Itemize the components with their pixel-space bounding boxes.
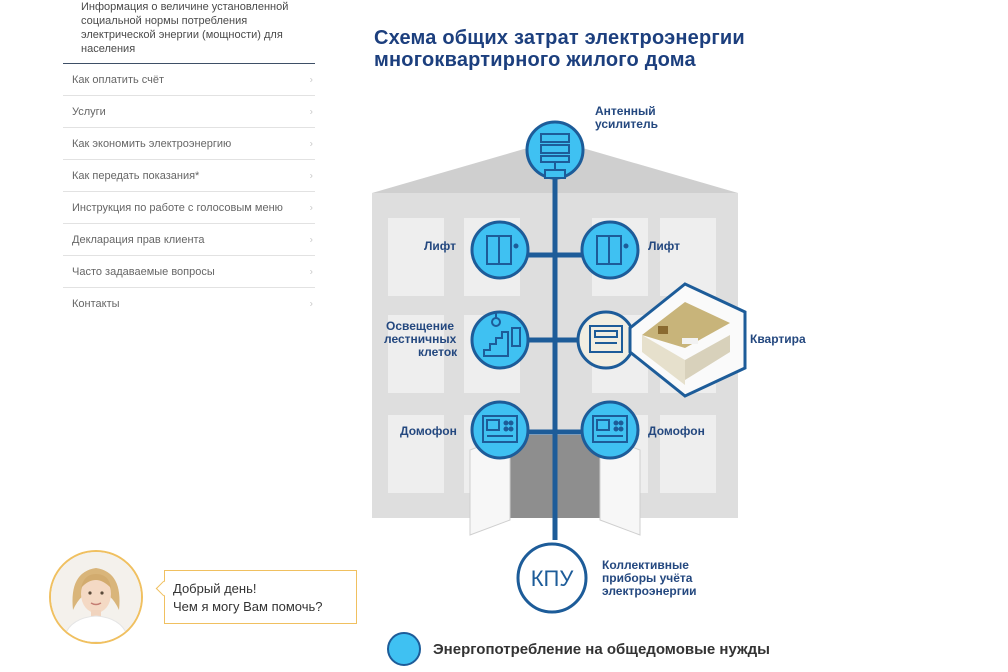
antenna-icon: [540, 133, 570, 179]
sidebar-item-submit-readings[interactable]: Как передать показания* ›: [63, 160, 315, 192]
chat-greeting-line: Добрый день!: [173, 581, 257, 596]
intercom-right-label: Домофон: [648, 424, 705, 438]
chevron-right-icon: ›: [309, 170, 313, 181]
diagram-title-line: Схема общих затрат электроэнергии: [374, 27, 745, 49]
elevator-icon: [596, 235, 629, 265]
assistant-portrait-icon: [51, 552, 141, 642]
sidebar-item-how-to-pay[interactable]: Как оплатить счёт ›: [63, 64, 315, 96]
legend-marker-icon: [387, 632, 421, 666]
lift-right-node[interactable]: [580, 220, 640, 280]
chevron-right-icon: ›: [309, 106, 313, 117]
chevron-right-icon: ›: [309, 266, 313, 277]
antenna-label: усилитель: [595, 117, 658, 131]
energy-scheme-diagram: Антенный усилитель Лифт Лифт Освещение л…: [372, 104, 806, 614]
sidebar-divider: [63, 63, 315, 64]
diagram-title: Схема общих затрат электроэнергии многок…: [374, 27, 745, 71]
sidebar-item-voice-menu[interactable]: Инструкция по работе с голосовым меню ›: [63, 192, 315, 224]
sidebar-item-services[interactable]: Услуги ›: [63, 96, 315, 128]
antenna-label: Антенный: [595, 104, 656, 118]
collective-meters-label: электроэнергии: [602, 584, 696, 598]
stair-lighting-node[interactable]: [470, 310, 530, 370]
stair-light-icon: [483, 312, 521, 357]
intercom-icon: [482, 415, 518, 443]
apartment-label: Квартира: [750, 332, 806, 346]
chevron-right-icon: ›: [309, 202, 313, 213]
antenna-amplifier-node[interactable]: [525, 120, 585, 180]
kpu-label: КПУ: [531, 566, 575, 591]
chevron-right-icon: ›: [309, 234, 313, 245]
intercom-left-label: Домофон: [400, 424, 457, 438]
collective-meters-label: Коллективные: [602, 558, 689, 572]
stair-lighting-label: клеток: [418, 345, 458, 359]
sidebar-item-social-norm[interactable]: Информация о величине установленной соци…: [63, 0, 315, 63]
sidebar-item-label: Услуги: [72, 105, 106, 118]
sidebar-item-label: Контакты: [72, 298, 120, 310]
sidebar-item-save-energy[interactable]: Как экономить электроэнергию ›: [63, 128, 315, 160]
elevator-icon: [486, 235, 519, 265]
sidebar-item-label: Декларация прав клиента: [72, 233, 205, 246]
electric-meter-icon: [589, 325, 623, 353]
intercom-icon: [592, 415, 628, 443]
sidebar-item-label: Часто задаваемые вопросы: [72, 265, 215, 278]
sidebar-item-contacts[interactable]: Контакты ›: [63, 288, 315, 320]
intercom-left-node[interactable]: [470, 400, 530, 460]
sidebar-item-label: Как передать показания*: [72, 169, 200, 182]
stair-lighting-label: Освещение: [386, 319, 454, 333]
stair-lighting-label: лестничных: [384, 332, 457, 346]
chat-question-line: Чем я могу Вам помочь?: [173, 599, 323, 614]
diagram-legend: Энергопотребление на общедомовые нужды: [387, 632, 770, 666]
sidebar-item-faq[interactable]: Часто задаваемые вопросы ›: [63, 256, 315, 288]
sidebar-item-client-rights[interactable]: Декларация прав клиента ›: [63, 224, 315, 256]
sidebar-item-label: Информация о величине установленной соци…: [81, 1, 289, 55]
chat-assistant-avatar[interactable]: [49, 550, 143, 644]
intercom-right-node[interactable]: [580, 400, 640, 460]
apartment-interior-illustration: [628, 282, 747, 398]
apartment-meter-node[interactable]: [576, 310, 636, 370]
lift-left-node[interactable]: [470, 220, 530, 280]
collective-meters-label: приборы учёта: [602, 571, 693, 585]
sidebar-nav: Информация о величине установленной соци…: [63, 0, 315, 320]
chevron-right-icon: ›: [309, 138, 313, 149]
chat-greeting-bubble[interactable]: Добрый день! Чем я могу Вам помочь?: [164, 570, 357, 624]
chevron-right-icon: ›: [309, 74, 313, 85]
lift-right-label: Лифт: [648, 239, 680, 253]
sidebar-item-label: Как оплатить счёт: [72, 73, 165, 86]
collective-meter-kpu-node[interactable]: КПУ: [516, 542, 588, 614]
sidebar-item-label: Инструкция по работе с голосовым меню: [72, 201, 283, 214]
lift-left-label: Лифт: [424, 239, 456, 253]
sidebar-item-label: Как экономить электроэнергию: [72, 137, 232, 150]
chevron-right-icon: ›: [309, 298, 313, 310]
diagram-title-line: многоквартирного жилого дома: [374, 49, 696, 71]
legend-label: Энергопотребление на общедомовые нужды: [433, 640, 770, 658]
